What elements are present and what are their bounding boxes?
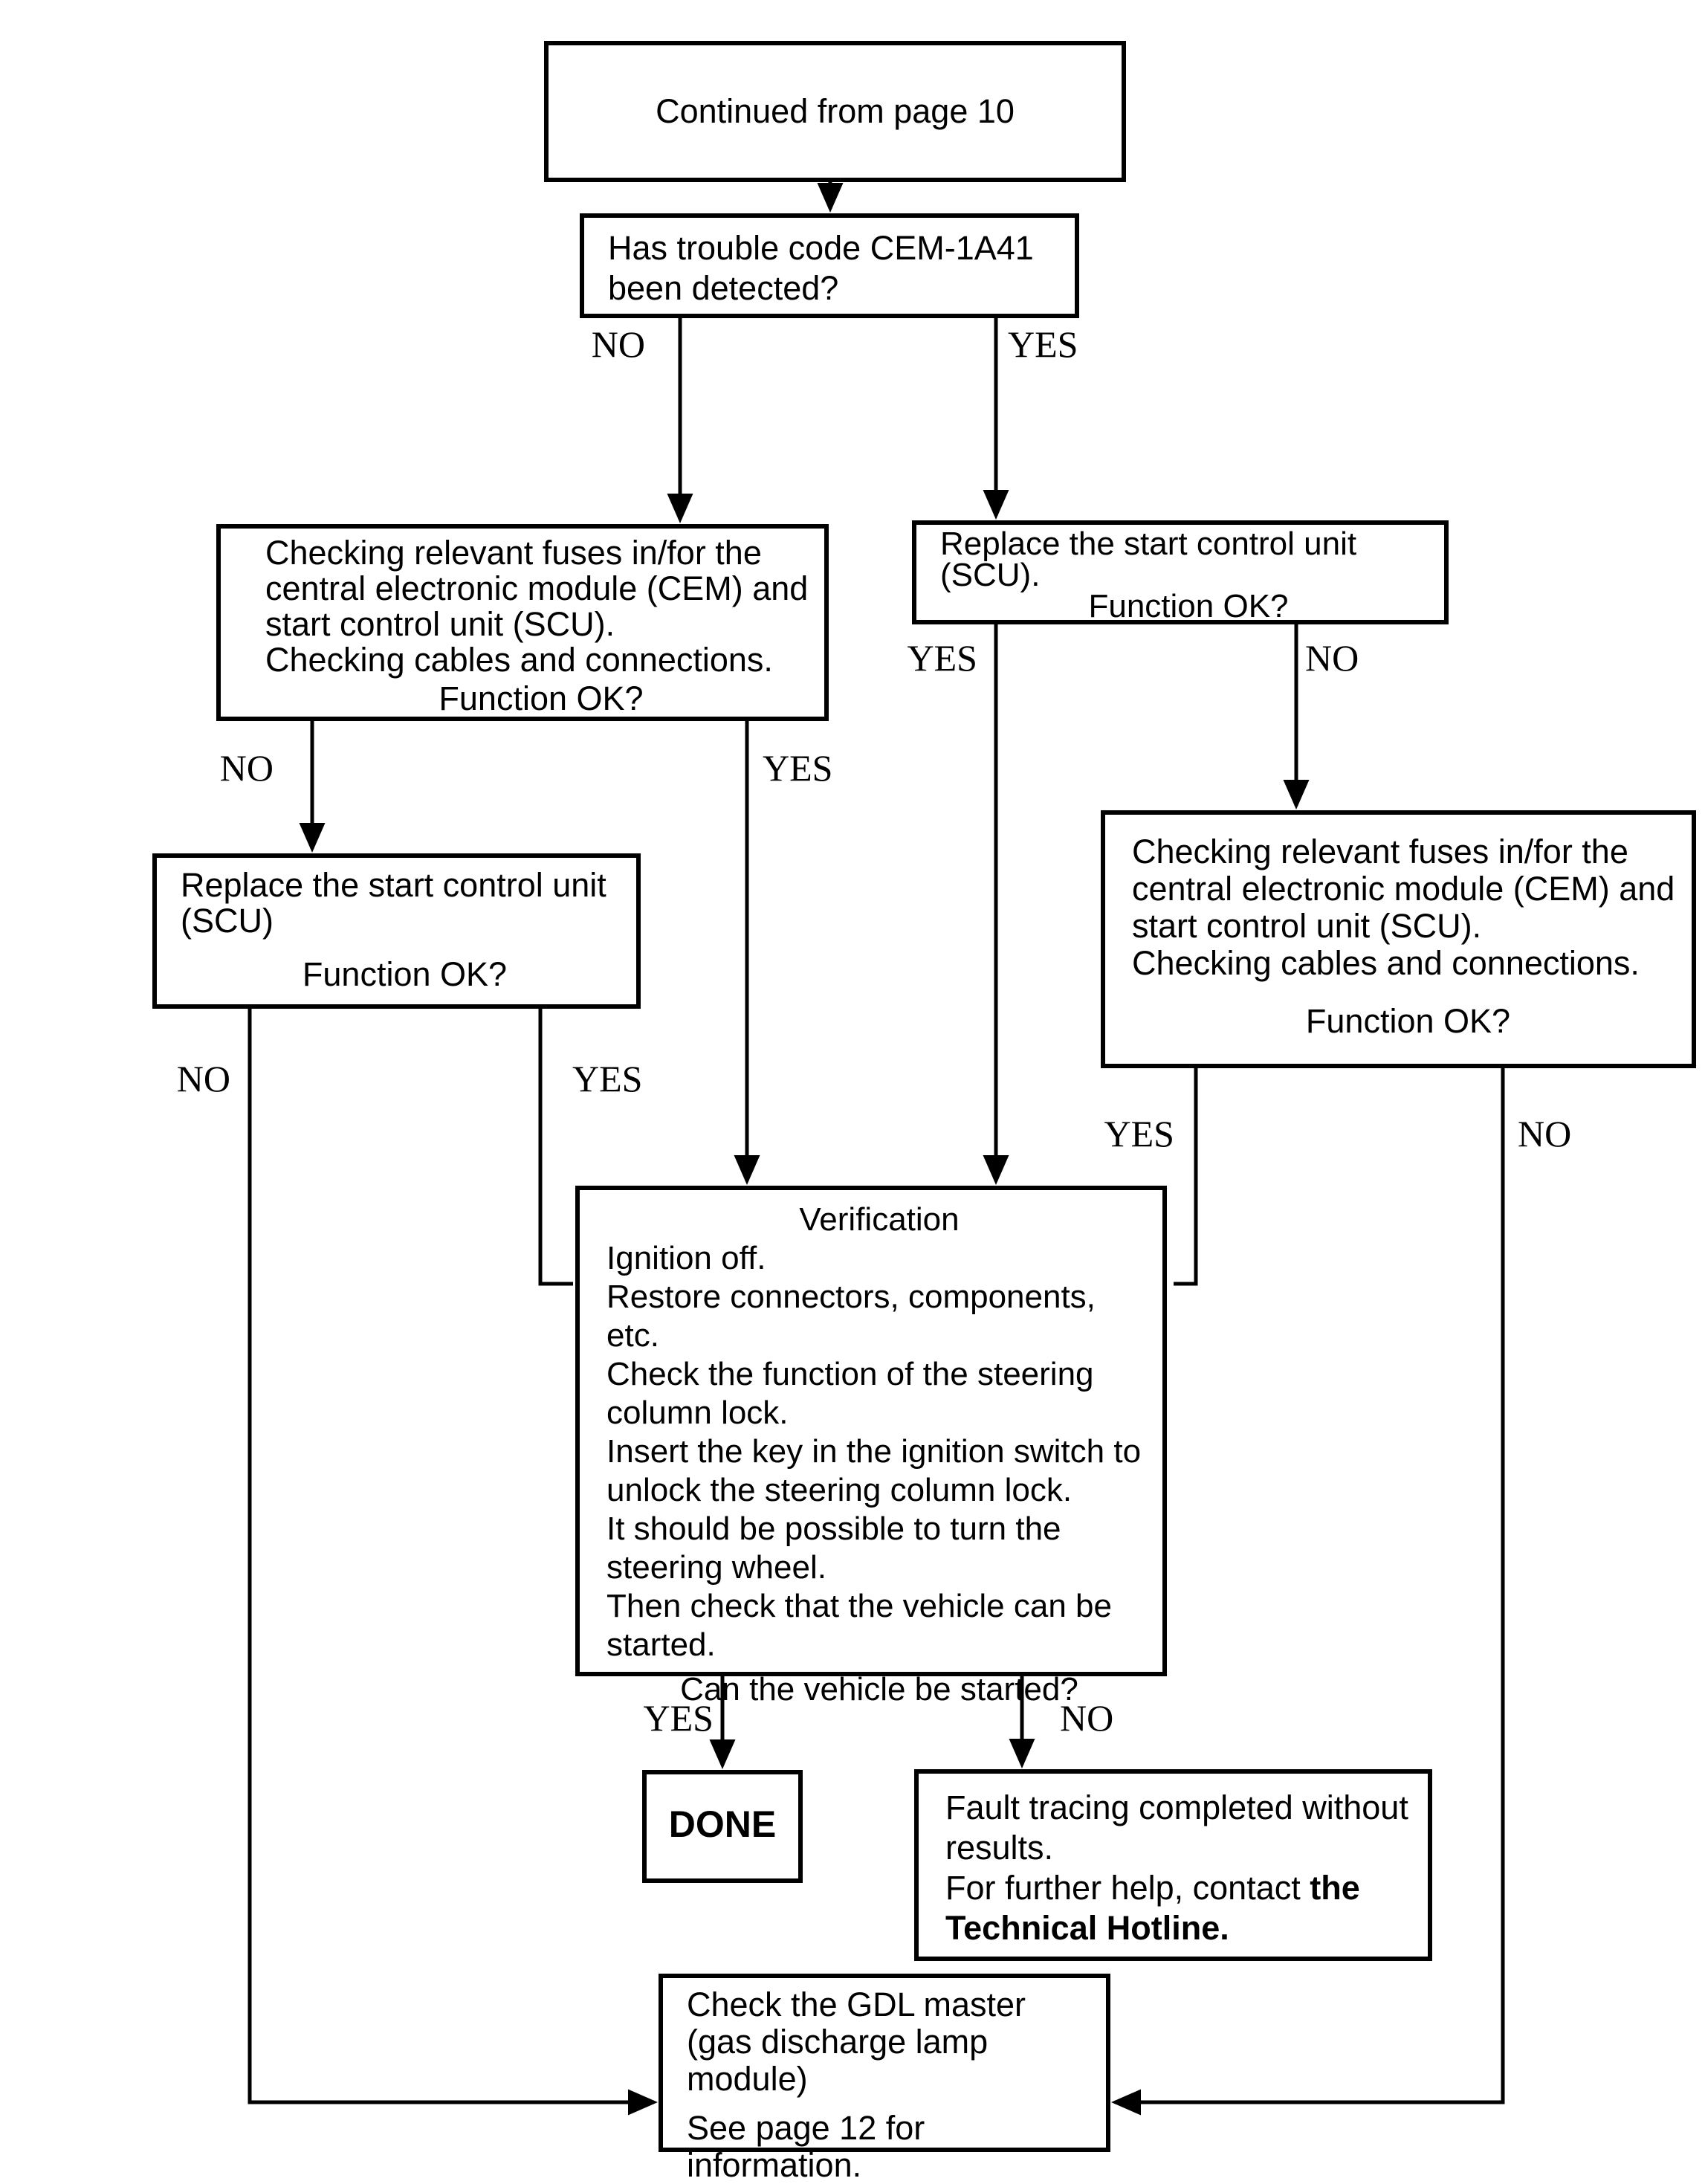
edge-label-no: NO [1518,1113,1572,1154]
node-text-line: steering wheel. [606,1549,826,1586]
node-text-line: Checking relevant fuses in/for the [265,534,762,572]
node-text-line: Ignition off. [606,1240,766,1276]
edge-label-yes: YES [907,637,977,679]
arrow-replaceleft-no-to-gdl [248,1009,658,2116]
node-text-line: start control unit (SCU). [1132,907,1482,945]
edge-label-yes: YES [643,1697,714,1739]
node-text: Continued from page 10 [656,92,1015,130]
node-text-line: results. [945,1829,1054,1867]
arrow-checkright-no-to-gdl [1111,1068,1505,2116]
node-text-line: Then check that the vehicle can be [606,1588,1112,1624]
node-trouble-code-question: Has trouble code CEM-1A41 been detected? [580,213,1079,318]
node-heading: Verification [799,1201,960,1238]
edge-label-yes: YES [763,747,833,789]
node-text-line: unlock the steering column lock. [606,1472,1072,1508]
node-text-line: Technical Hotline. [945,1909,1229,1947]
node-text-line: start control unit (SCU). [265,605,615,643]
node-done: DONE [642,1770,803,1883]
node-text-line: module) [687,2060,808,2098]
node-text-line: (gas discharge lamp [687,2023,989,2061]
node-text-line: started. [606,1626,716,1663]
node-text-line: Insert the key in the ignition switch to [606,1433,1142,1470]
node-text-line: central electronic module (CEM) and [265,569,809,607]
node-verification: Verification Ignition off. Restore conne… [575,1186,1167,1708]
node-text-line: (SCU) [181,902,274,940]
node-continued-from-page: Continued from page 10 [544,41,1126,182]
node-text-line: Has trouble code CEM-1A41 [608,229,1034,267]
node-text-line: For further help, contact the [945,1869,1360,1907]
edge-label-yes: YES [1008,323,1078,365]
node-text-line: column lock. [606,1395,789,1431]
node-text: DONE [668,1803,777,1845]
node-fault-tracing-completed: Fault tracing completed without results.… [914,1769,1432,1961]
node-check-fuses-left: Checking relevant fuses in/for the centr… [216,524,829,721]
node-question: Function OK? [1088,588,1289,624]
node-text-line: Replace the start control unit [181,866,606,904]
node-question: Function OK? [1305,1002,1511,1040]
node-replace-scu-left: Replace the start control unit (SCU) Fun… [152,853,641,1009]
edge-label-yes: YES [572,1058,643,1099]
edge-label-yes: YES [1104,1113,1174,1154]
node-text-line: central electronic module (CEM) and [1132,870,1675,908]
node-text-line: Restore connectors, components, etc. [606,1279,1096,1354]
node-question: Can the vehicle be started? [680,1671,1078,1708]
line-checkright-yes [1174,1068,1198,1286]
edge-label-no: NO [1305,637,1359,679]
edge-label-no: NO [219,747,274,789]
node-footer: See page 12 for information. [687,2109,925,2184]
node-question: Function OK? [439,679,644,717]
node-text-line: Check the function of the steering [606,1356,1094,1392]
node-text-line: It should be possible to turn the [606,1511,1061,1547]
node-text-line: (SCU). [940,557,1041,593]
edge-label-no: NO [176,1058,230,1099]
node-text-line: Checking cables and connections. [265,641,773,679]
node-text-line: Fault tracing completed without [945,1789,1408,1826]
node-text-line: been detected? [608,269,839,307]
node-check-fuses-right: Checking relevant fuses in/for the centr… [1101,810,1696,1068]
node-replace-scu-right: Replace the start control unit (SCU). Fu… [912,520,1449,624]
node-question: Function OK? [302,955,508,993]
node-text-line: Checking relevant fuses in/for the [1132,833,1628,870]
edge-label-no: NO [591,323,645,365]
edge-label-no: NO [1060,1697,1114,1739]
node-text-line: Checking cables and connections. [1132,944,1640,982]
node-text-line: Check the GDL master [687,1986,1026,2023]
line-replaceleft-yes [538,1009,573,1286]
node-text-line: Replace the start control unit [940,526,1357,562]
node-check-gdl-master: Check the GDL master (gas discharge lamp… [659,1974,1110,2184]
